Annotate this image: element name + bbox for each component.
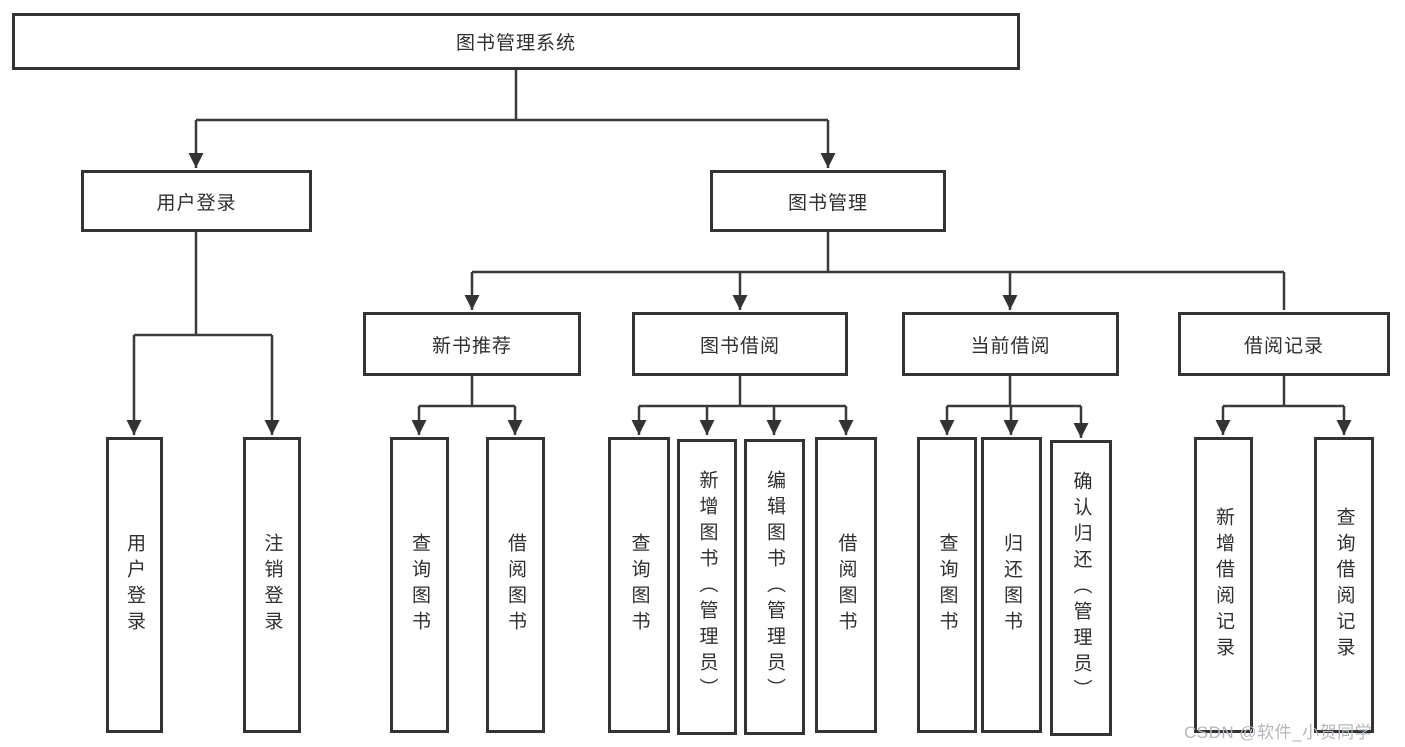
node-book-management: 图书管理	[710, 170, 946, 232]
node-label: 图书管理	[787, 192, 868, 214]
node-label: 借阅记录	[1243, 335, 1324, 357]
node-label: 查询借阅记录	[1333, 507, 1355, 663]
leaf-query-books-borrow: 查询图书	[608, 437, 670, 733]
node-label: 用户登录	[156, 192, 237, 214]
node-label: 图书管理系统	[455, 33, 576, 54]
node-label: 新增图书（管理员）	[696, 470, 718, 704]
leaf-confirm-return-admin: 确认归还（管理员）	[1050, 440, 1112, 736]
node-label: 查询图书	[936, 533, 958, 637]
watermark: CSDN @软件_小贺同学	[1184, 723, 1373, 742]
leaf-add-borrow-record: 新增借阅记录	[1194, 437, 1253, 733]
leaf-edit-book-admin: 编辑图书（管理员）	[744, 439, 805, 735]
node-book-borrow: 图书借阅	[632, 312, 848, 376]
leaf-query-books-current: 查询图书	[917, 437, 977, 733]
node-user-login: 用户登录	[81, 170, 312, 232]
leaf-logout: 注销登录	[243, 437, 301, 733]
leaf-query-books-recommend: 查询图书	[390, 437, 449, 733]
leaf-query-borrow-record: 查询借阅记录	[1314, 437, 1374, 733]
node-label: 新增借阅记录	[1213, 507, 1234, 663]
leaf-borrow-books-recommend: 借阅图书	[486, 437, 545, 733]
node-label: 注销登录	[261, 533, 283, 637]
node-label: 查询图书	[409, 533, 430, 637]
node-label: 归还图书	[1001, 533, 1022, 637]
node-label: 借阅图书	[505, 533, 526, 637]
node-label: 确认归还（管理员）	[1070, 471, 1092, 705]
node-label: 图书借阅	[699, 335, 780, 357]
leaf-return-book: 归还图书	[981, 437, 1042, 733]
node-current-borrow: 当前借阅	[902, 312, 1119, 376]
leaf-add-book-admin: 新增图书（管理员）	[677, 439, 737, 735]
node-label: 借阅图书	[835, 533, 857, 637]
leaf-borrow-book: 借阅图书	[815, 437, 877, 733]
node-new-book-recommend: 新书推荐	[363, 312, 581, 376]
node-label: 新书推荐	[431, 335, 512, 357]
node-label: 当前借阅	[970, 335, 1051, 357]
node-library-management-system: 图书管理系统	[12, 13, 1020, 70]
node-borrow-record: 借阅记录	[1178, 312, 1390, 376]
node-label: 用户登录	[124, 533, 145, 637]
node-label: 查询图书	[628, 533, 650, 637]
node-label: 编辑图书（管理员）	[764, 470, 785, 704]
leaf-user-login: 用户登录	[106, 437, 163, 733]
